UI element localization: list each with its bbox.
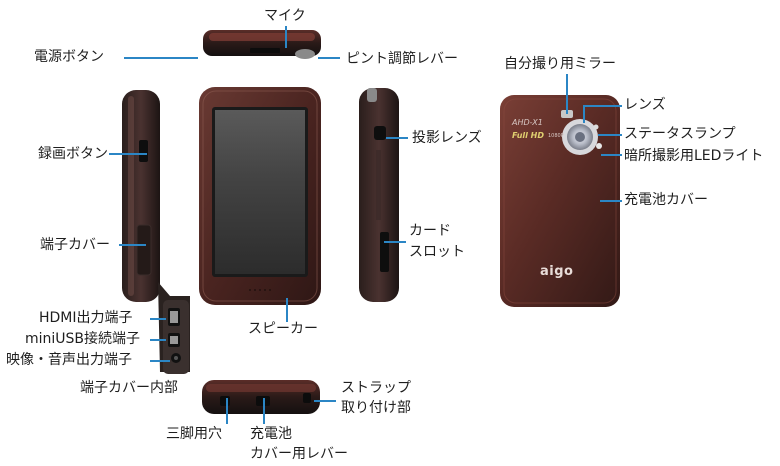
line-av: [150, 360, 170, 362]
label-miniusb: miniUSB接続端子: [25, 331, 141, 347]
label-record-button: 録画ボタン: [38, 146, 108, 162]
label-terminal-inside: 端子カバー内部: [80, 380, 178, 396]
label-hdmi: HDMI出力端子: [39, 310, 133, 326]
label-terminal-cover: 端子カバー: [40, 237, 110, 253]
back-brand-logo: aigo: [540, 264, 574, 279]
line-lens-v: [583, 105, 585, 123]
label-led-light: 暗所撮影用LEDライト: [624, 148, 764, 164]
back-model-print: AHD-X1: [512, 118, 543, 127]
status-lamp-part: [593, 124, 599, 130]
speaker-grille: [249, 289, 271, 291]
label-power-button: 電源ボタン: [34, 49, 104, 65]
label-focus-lever: ピント調節レバー: [346, 51, 458, 67]
right-side-device: [359, 88, 399, 302]
line-led: [601, 154, 622, 156]
back-fullhd-print: Full HD: [512, 131, 544, 140]
label-battery-cover: 充電池カバー: [624, 192, 708, 208]
line-power: [124, 57, 198, 59]
label-battery-lever-1: 充電池: [250, 426, 292, 442]
selfie-mirror-part: [561, 110, 573, 118]
left-side-device: [122, 90, 160, 302]
label-status-lamp: ステータスランプ: [624, 126, 736, 142]
bottom-view-device: [202, 380, 320, 414]
line-usb: [150, 339, 166, 341]
label-selfie-mirror: 自分撮り用ミラー: [504, 56, 616, 72]
back-res-print: 1080P: [548, 133, 564, 139]
label-lens: レンズ: [624, 97, 666, 113]
label-strap-1: ストラップ: [341, 380, 411, 396]
line-projection: [386, 137, 408, 139]
line-mirror: [566, 74, 568, 114]
line-card: [384, 241, 406, 243]
line-speaker: [286, 298, 288, 322]
terminal-interior: [158, 282, 190, 374]
label-mic: マイク: [264, 8, 306, 24]
line-battery-lever: [263, 398, 265, 424]
line-terminal-cover: [119, 244, 146, 246]
line-mic: [285, 26, 287, 48]
label-battery-lever-2: カバー用レバー: [250, 446, 348, 462]
line-lens: [583, 105, 622, 107]
line-strap: [314, 400, 336, 402]
top-view-device: [203, 30, 321, 59]
label-av-out: 映像・音声出力端子: [6, 352, 132, 368]
back-device: [500, 95, 620, 307]
line-battery-cover: [600, 200, 622, 202]
label-strap-2: 取り付け部: [341, 400, 411, 416]
line-record: [109, 153, 147, 155]
label-tripod: 三脚用穴: [166, 426, 222, 442]
label-projection-lens: 投影レンズ: [412, 130, 482, 146]
line-hdmi: [150, 318, 166, 320]
label-card-slot-2: スロット: [409, 244, 465, 260]
led-light-part: [596, 143, 602, 149]
front-device: [199, 87, 321, 305]
line-tripod: [226, 398, 228, 424]
line-focus: [318, 57, 340, 59]
label-card-slot-1: カード: [409, 223, 451, 239]
line-status: [598, 134, 622, 136]
label-speaker: スピーカー: [248, 321, 318, 337]
